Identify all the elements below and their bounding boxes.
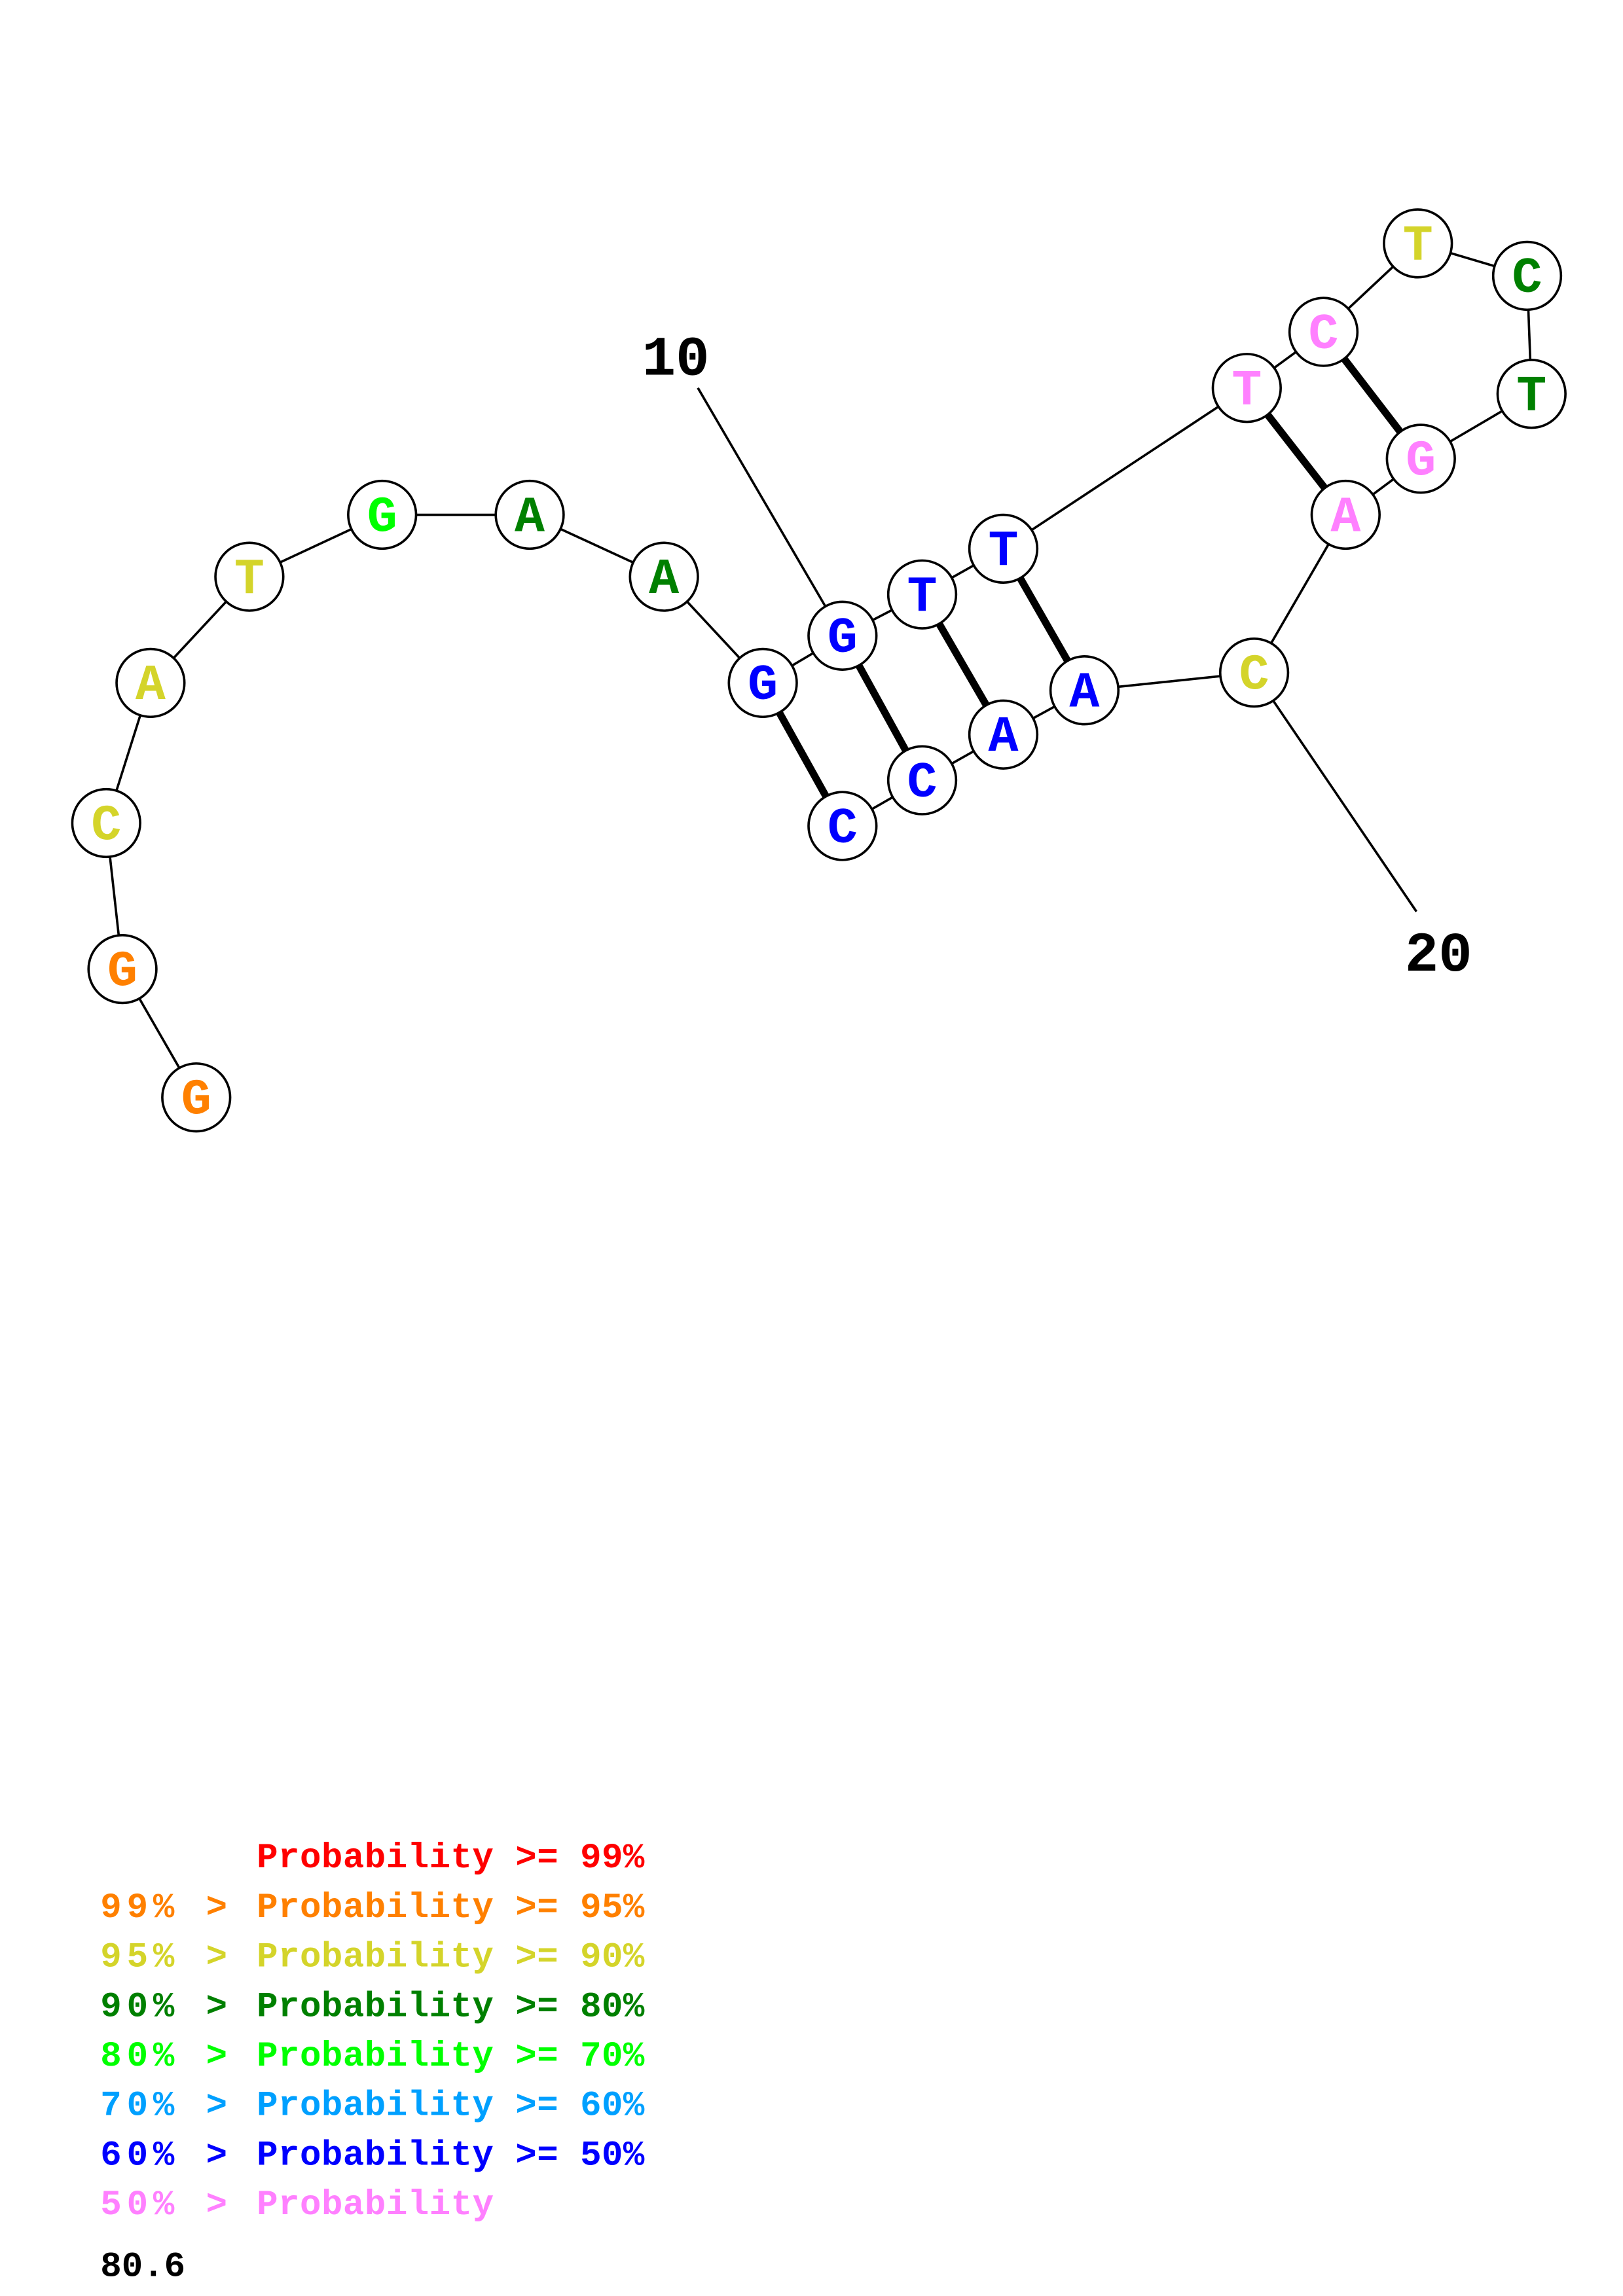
nucleotide-circle xyxy=(1049,655,1120,726)
nucleotide-letter: G xyxy=(181,1072,211,1129)
nucleotide-circle xyxy=(807,791,878,861)
legend-prefix: 95% > xyxy=(100,1938,227,1978)
nucleotide-letter: A xyxy=(515,490,545,547)
nucleotide-circle xyxy=(886,745,958,816)
nucleotide-circle xyxy=(1310,479,1381,550)
legend-entry: Probability xyxy=(257,2185,494,2225)
nucleotide: T xyxy=(1496,359,1567,429)
nucleotide-circle xyxy=(1218,637,1290,708)
nucleotide-circle xyxy=(1288,296,1359,367)
nucleotide-circle xyxy=(1385,423,1456,494)
backbone xyxy=(105,242,1533,1098)
nucleotide-letter: G xyxy=(1406,434,1436,491)
nucleotide: G xyxy=(347,479,418,550)
nucleotide-circle xyxy=(494,479,565,550)
legend-entry: Probability >= 95% xyxy=(257,1888,645,1928)
nucleotide: C xyxy=(886,745,958,816)
nucleotide: G xyxy=(161,1062,232,1133)
nucleotide-letter: A xyxy=(988,709,1018,766)
legend-entry: Probability >= 50% xyxy=(257,2136,645,2176)
nucleotide-letter: T xyxy=(234,552,264,609)
nucleotide-letter: G xyxy=(828,611,858,668)
nucleotide: C xyxy=(1218,637,1290,708)
legend-entry: Probability >= 90% xyxy=(257,1938,645,1978)
nucleotide: T xyxy=(214,541,285,612)
nucleotide-circle xyxy=(968,699,1039,770)
nucleotide: A xyxy=(1049,655,1120,726)
nucleotide: G xyxy=(807,600,878,671)
nucleotide-letter: T xyxy=(907,569,938,626)
nucleotide: A xyxy=(494,479,565,550)
position-label-line xyxy=(1253,672,1417,912)
nucleotide-letter: T xyxy=(1403,219,1433,276)
legend-entry: Probability >= 80% xyxy=(257,1987,645,2027)
nucleotide: A xyxy=(968,699,1039,770)
nucleotide-letter: A xyxy=(136,658,166,715)
nucleotide: C xyxy=(71,787,141,859)
nucleotide: T xyxy=(968,513,1039,584)
probability-legend: Probability >= 99% 99% > Probability >= 95… xyxy=(100,1839,645,2225)
nucleotide: A xyxy=(629,541,699,612)
nucleotide-circle xyxy=(968,513,1039,584)
nucleotide: G xyxy=(87,933,158,1005)
nucleotide: T xyxy=(1211,353,1282,423)
nucleotide-letter: T xyxy=(1516,369,1546,426)
legend-prefix: 50% > xyxy=(100,2185,227,2225)
position-label-line xyxy=(697,387,844,637)
nucleotide-circle xyxy=(1383,208,1453,279)
nucleotide: C xyxy=(807,791,878,861)
legend-entry: Probability >= 99% xyxy=(257,1839,645,1878)
legend-prefix: 60% > xyxy=(100,2136,227,2176)
nucleotide-letter: C xyxy=(1309,307,1339,364)
nucleotide: A xyxy=(1310,479,1381,550)
nucleotide-letter: C xyxy=(1512,251,1542,308)
nucleotide-letter: A xyxy=(1069,665,1099,722)
legend-prefix: 90% > xyxy=(100,1987,227,2027)
backbone-link xyxy=(1002,387,1248,550)
nucleotide-circle xyxy=(727,647,798,719)
nucleotide-circle xyxy=(115,647,186,719)
nucleotide-letter: C xyxy=(828,801,858,858)
nucleotide-letter: T xyxy=(988,524,1018,581)
nucleotide: C xyxy=(1491,240,1563,312)
nucleotide-letter: C xyxy=(907,755,938,812)
nucleotide-circle xyxy=(347,479,418,550)
nucleotide-circle xyxy=(1211,353,1282,423)
base-pairs xyxy=(759,329,1424,828)
legend-prefix: 99% > xyxy=(100,1888,227,1928)
position-label: 20 xyxy=(1405,924,1472,988)
nucleotide-circle xyxy=(87,933,158,1005)
nucleotide-letter: G xyxy=(367,490,397,547)
nucleotide: G xyxy=(727,647,798,719)
legend-entry: Probability >= 60% xyxy=(257,2087,645,2126)
score-value: 80.6 xyxy=(100,2247,185,2287)
position-labels: 10 20 xyxy=(642,328,1472,987)
nucleotide-letter: C xyxy=(1239,647,1269,704)
nucleotide-circle xyxy=(886,559,958,630)
legend-prefix: 80% > xyxy=(100,2037,227,2077)
nucleotide-letter: A xyxy=(1330,490,1360,547)
nucleotide: T xyxy=(1383,208,1453,279)
nucleotide-letter: G xyxy=(107,944,137,1001)
nucleotide-circle xyxy=(71,787,141,859)
nucleotide-letter: G xyxy=(748,658,778,715)
nucleotide-circle xyxy=(161,1062,232,1133)
nucleotide: C xyxy=(1288,296,1359,367)
nucleotide-circle xyxy=(807,600,878,671)
nucleotide: T xyxy=(886,559,958,630)
nucleotide-circle xyxy=(214,541,285,612)
nucleotide-circle xyxy=(629,541,699,612)
nucleotide-letter: C xyxy=(91,798,121,855)
nucleotide: A xyxy=(115,647,186,719)
legend-prefix: 70% > xyxy=(100,2087,227,2126)
position-label: 10 xyxy=(642,328,710,391)
nucleotide-circle xyxy=(1496,359,1567,429)
nucleotide-letter: A xyxy=(649,552,679,609)
legend-entry: Probability >= 70% xyxy=(257,2037,645,2077)
nucleotide: G xyxy=(1385,423,1456,494)
nucleotide-circle xyxy=(1491,240,1563,312)
nucleotide-letter: T xyxy=(1231,363,1262,420)
